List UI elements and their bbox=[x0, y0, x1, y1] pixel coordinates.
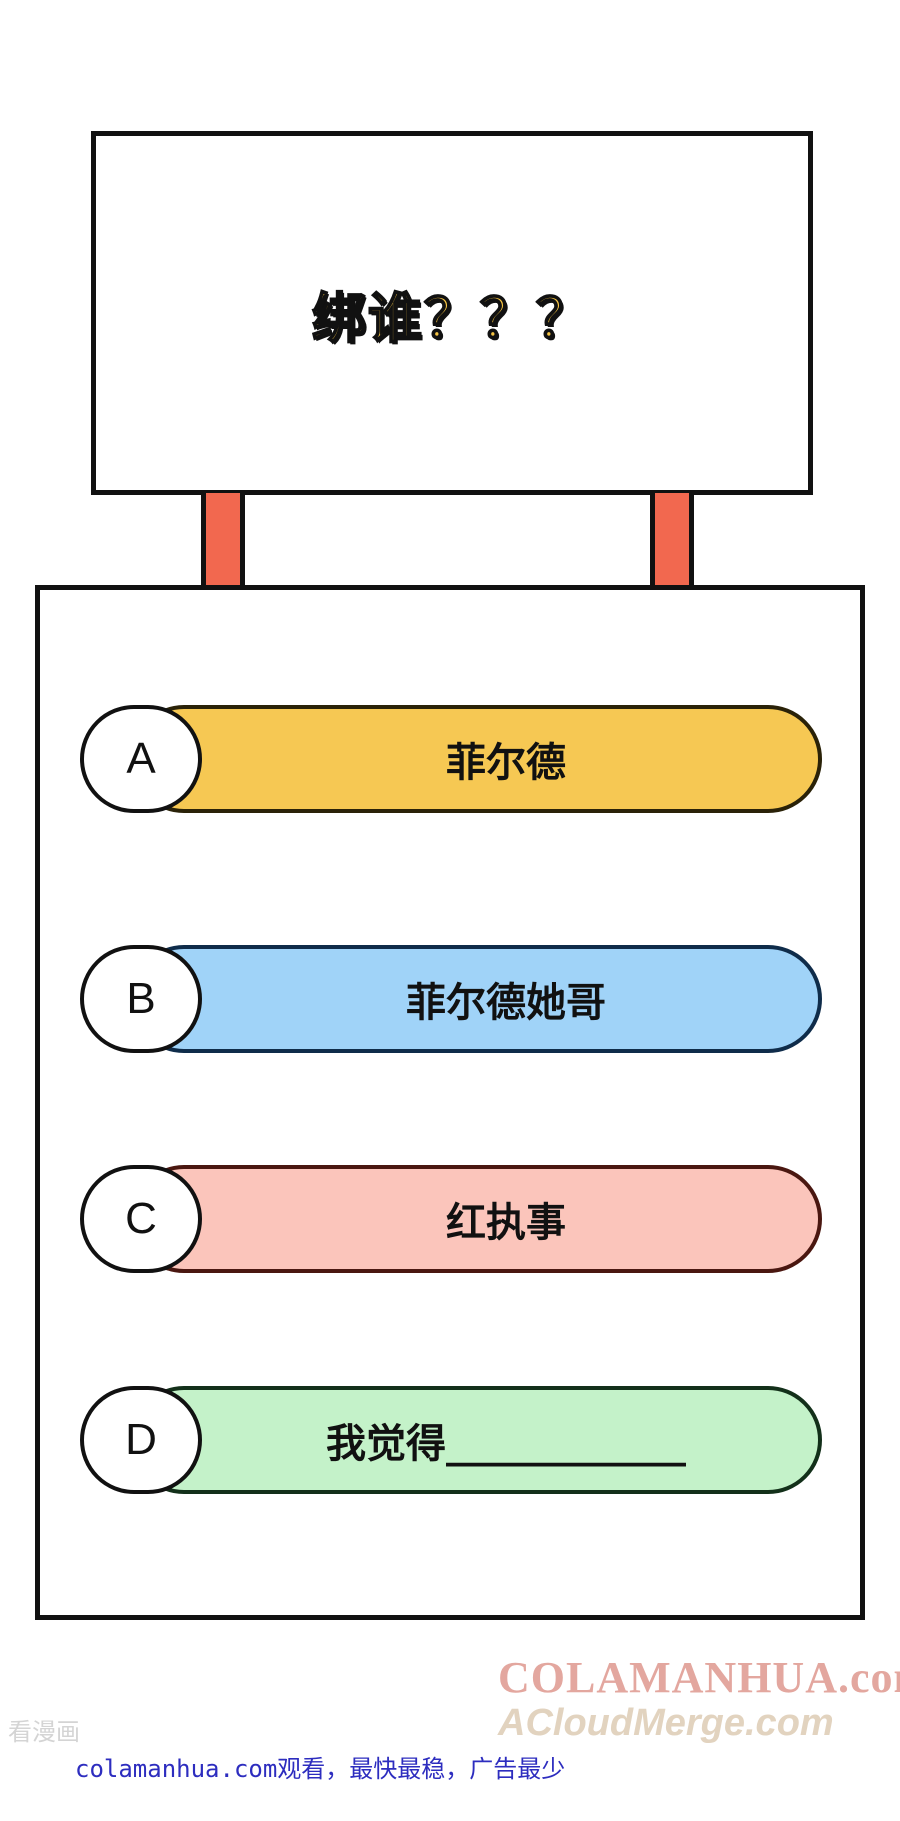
option-a-text: 菲尔德 bbox=[446, 740, 566, 786]
option-d[interactable]: D 我觉得____________ bbox=[80, 1386, 822, 1494]
option-b-text: 菲尔德她哥 bbox=[406, 980, 606, 1026]
option-d-badge: D bbox=[80, 1386, 202, 1494]
option-d-letter: D bbox=[125, 1415, 157, 1464]
option-b-badge: B bbox=[80, 945, 202, 1053]
brand-watermark: COLAMANHUA.com ACloudMerge.com bbox=[498, 1653, 900, 1744]
option-c-letter: C bbox=[125, 1194, 157, 1243]
option-b-pill[interactable]: 菲尔德她哥 bbox=[130, 945, 822, 1053]
question-sign-board: 绑谁？？？ bbox=[91, 131, 813, 495]
footer-watermark: colamanhua.com观看，最快最稳，广告最少 bbox=[75, 1755, 566, 1783]
option-c[interactable]: C 红执事 bbox=[80, 1165, 822, 1273]
sign-post-left bbox=[201, 493, 245, 588]
side-watermark: 看漫画 bbox=[8, 1718, 80, 1746]
option-b-letter: B bbox=[126, 974, 156, 1023]
option-a-letter: A bbox=[126, 734, 156, 783]
brand-watermark-top: COLAMANHUA.com bbox=[498, 1653, 900, 1702]
question-title: 绑谁？？？ bbox=[311, 286, 592, 351]
option-c-text: 红执事 bbox=[446, 1200, 566, 1246]
option-c-pill[interactable]: 红执事 bbox=[130, 1165, 822, 1273]
brand-watermark-bottom: ACloudMerge.com bbox=[498, 1702, 834, 1744]
answer-panel: A 菲尔德 B 菲尔德她哥 C 红执事 D 我觉得____________ bbox=[35, 585, 865, 1620]
sign-post-right bbox=[650, 493, 694, 588]
option-a[interactable]: A 菲尔德 bbox=[80, 705, 822, 813]
option-d-pill[interactable]: 我觉得____________ bbox=[130, 1386, 822, 1494]
option-c-badge: C bbox=[80, 1165, 202, 1273]
option-b[interactable]: B 菲尔德她哥 bbox=[80, 945, 822, 1053]
option-a-badge: A bbox=[80, 705, 202, 813]
option-a-pill[interactable]: 菲尔德 bbox=[130, 705, 822, 813]
option-d-text: 我觉得____________ bbox=[326, 1421, 686, 1467]
